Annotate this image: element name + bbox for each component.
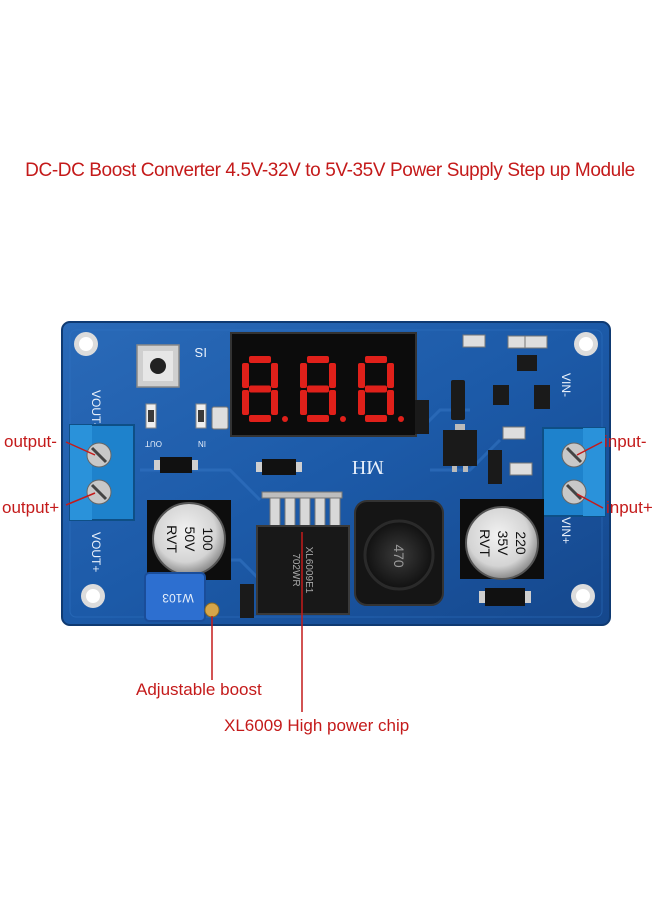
input-terminal-block	[542, 427, 606, 517]
page-title: DC-DC Boost Converter 4.5V-32V to 5V-35V…	[25, 160, 635, 181]
push-button	[136, 344, 180, 388]
display-segment-b	[329, 363, 336, 388]
callout-output-minus: output-	[4, 432, 57, 451]
cap-left-line-0: 100	[200, 527, 216, 551]
callout-adjustable-boost: Adjustable boost	[136, 680, 262, 699]
display-segment-c	[329, 390, 336, 415]
inductor-label: 470	[391, 544, 407, 568]
display-segment-b	[271, 363, 278, 388]
silk-is: IS	[194, 345, 207, 360]
potentiometer-label: W103	[162, 591, 194, 605]
smd-components	[154, 334, 550, 618]
capacitor-left: 100 50V RVT	[147, 500, 231, 580]
seven-segment-display	[230, 332, 417, 437]
display-segment-d	[307, 415, 329, 422]
display-segment-e	[242, 390, 249, 415]
silk-vin-plus: VIN+	[559, 517, 573, 544]
silk-vin-minus: VIN-	[559, 373, 573, 397]
display-segment-d	[249, 415, 271, 422]
callout-chip: XL6009 High power chip	[224, 716, 410, 735]
display-segment-g	[307, 385, 329, 393]
display-segment-a	[249, 356, 271, 363]
display-segment-f	[358, 363, 365, 388]
callout-lines	[65, 441, 604, 712]
xl6009-chip: XL6009E1 702WR	[256, 491, 350, 615]
display-segment-e	[358, 390, 365, 415]
display-segment-g	[249, 385, 271, 393]
display-segment-e	[300, 390, 307, 415]
display-segment-c	[271, 390, 278, 415]
display-digit	[300, 356, 346, 422]
chip-line-1: 702WR	[290, 553, 301, 586]
cap-right-line-0: 220	[513, 531, 529, 555]
inductor: 470	[354, 500, 444, 606]
potentiometer: W103	[144, 572, 220, 622]
mounting-holes	[74, 332, 598, 608]
chip-line-0: XL6009E1	[303, 547, 314, 594]
display-decimal-point	[282, 416, 288, 422]
display-segment-a	[365, 356, 387, 363]
display-decimal-point	[398, 416, 404, 422]
display-segment-f	[300, 363, 307, 388]
display-segment-b	[387, 363, 394, 388]
cap-right-line-2: RVT	[477, 529, 493, 557]
display-segment-a	[307, 356, 329, 363]
display-decimal-point	[340, 416, 346, 422]
cap-left-line-1: 50V	[182, 527, 198, 553]
led-indicators	[145, 403, 207, 429]
callout-output-plus: output+	[2, 498, 60, 517]
output-terminal-block	[69, 424, 135, 521]
silk-vout-minus: VOUT-	[89, 390, 103, 427]
capacitor-right: 220 35V RVT	[460, 499, 544, 580]
callout-input-minus: input-	[604, 432, 647, 451]
silk-out: OUT	[145, 439, 162, 448]
silk-vout-plus: VOUT+	[89, 532, 103, 572]
silk-mh: MH	[352, 456, 384, 478]
display-digit	[358, 356, 404, 422]
silk-in: IN	[198, 439, 206, 448]
display-segment-d	[365, 415, 387, 422]
display-segment-g	[365, 385, 387, 393]
callout-input-plus: input+	[606, 498, 653, 517]
cap-left-line-2: RVT	[164, 525, 180, 553]
cap-right-line-1: 35V	[495, 531, 511, 557]
display-segment-c	[387, 390, 394, 415]
display-digit	[242, 356, 288, 422]
display-segment-f	[242, 363, 249, 388]
